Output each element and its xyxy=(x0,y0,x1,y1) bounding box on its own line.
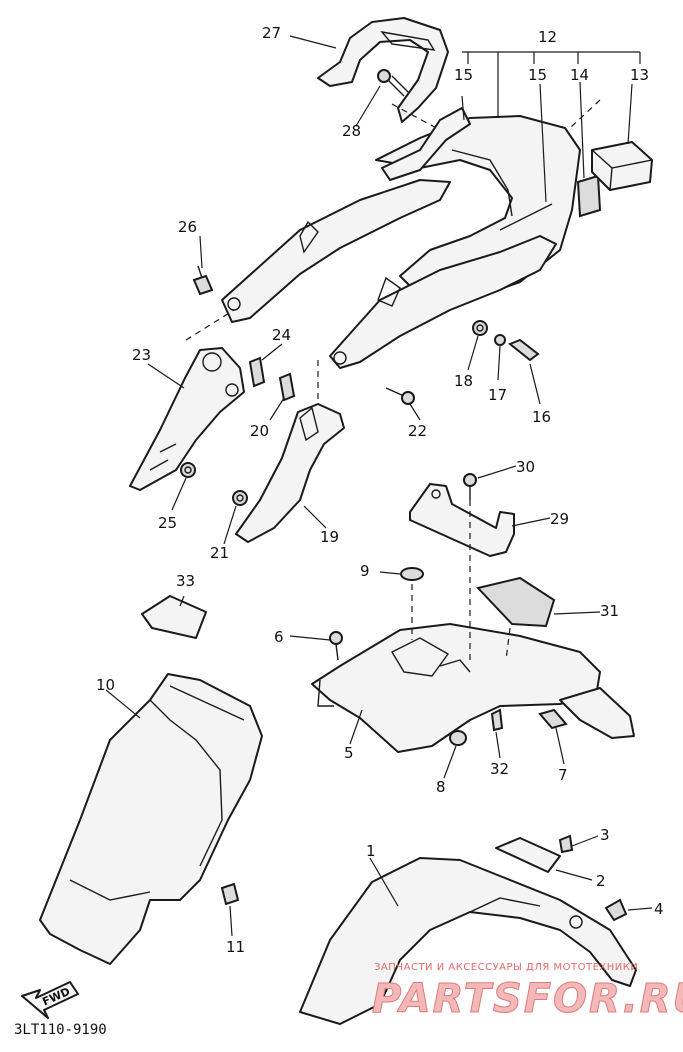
callout-14: 14 xyxy=(570,66,589,84)
nut-25-part xyxy=(180,462,196,478)
washer-17-part xyxy=(494,334,506,346)
front-fender-part xyxy=(299,857,637,1025)
callout-20: 20 xyxy=(250,422,269,440)
left-side-cover-part xyxy=(221,179,451,323)
callout-23: 23 xyxy=(132,346,151,364)
rivet-32-part xyxy=(490,708,504,732)
collar-18-part xyxy=(472,320,488,336)
callout-labels: 27 28 12 15 15 14 13 26 23 24 20 25 21 1… xyxy=(96,24,664,956)
pin-24-part xyxy=(248,356,266,388)
callout-13: 13 xyxy=(630,66,649,84)
callout-32: 32 xyxy=(490,760,509,778)
watermark-logo: PARTSFOR.RU xyxy=(372,976,683,1022)
bolt-26-part xyxy=(192,265,214,296)
pad-31-part xyxy=(476,576,556,628)
callout-18: 18 xyxy=(454,372,473,390)
callout-16: 16 xyxy=(532,408,551,426)
callout-25: 25 xyxy=(158,514,177,532)
callout-7: 7 xyxy=(558,766,568,784)
bolt-28-part xyxy=(377,69,409,97)
plate-2-part xyxy=(495,837,561,873)
watermark-line1: ЗАПЧАСТИ И АКСЕССУАРЫ ДЛЯ МОТОТЕХНИКИ xyxy=(374,962,638,973)
callout-17: 17 xyxy=(488,386,507,404)
callout-1: 1 xyxy=(366,842,376,860)
bolt-22-part xyxy=(385,387,415,405)
callout-6: 6 xyxy=(274,628,284,646)
callout-30: 30 xyxy=(516,458,535,476)
nut-21-part xyxy=(232,490,248,506)
callout-24: 24 xyxy=(272,326,291,344)
callout-15-left: 15 xyxy=(454,66,473,84)
pin-20-part xyxy=(278,372,296,402)
callout-31: 31 xyxy=(600,602,619,620)
diagram-code: 3LT110-9190 xyxy=(14,1022,107,1038)
callout-11: 11 xyxy=(226,938,245,956)
callout-4: 4 xyxy=(654,900,664,918)
callout-29: 29 xyxy=(550,510,569,528)
block-13-part xyxy=(591,141,653,191)
cover-19-part xyxy=(235,403,345,543)
inner-fender-part xyxy=(39,673,263,965)
bolt-16-part xyxy=(508,338,540,362)
watermark: ЗАПЧАСТИ И АКСЕССУАРЫ ДЛЯ МОТОТЕХНИКИ PA… xyxy=(372,962,683,1023)
right-side-cover-part xyxy=(329,235,557,369)
callout-15-right: 15 xyxy=(528,66,547,84)
callout-21: 21 xyxy=(210,544,229,562)
callout-8: 8 xyxy=(436,778,446,796)
callout-28: 28 xyxy=(342,122,361,140)
rear-fender-bracket-part xyxy=(311,623,635,753)
bracket-23-part xyxy=(129,347,245,491)
bolt-30-part xyxy=(463,473,477,500)
callout-3: 3 xyxy=(600,826,610,844)
nut-8-part xyxy=(449,730,467,746)
callout-19: 19 xyxy=(320,528,339,546)
clip-4-part xyxy=(604,898,628,922)
label-33-part xyxy=(141,595,207,639)
bolt-7-part xyxy=(538,708,568,730)
callout-10: 10 xyxy=(96,676,115,694)
bracket-29-part xyxy=(409,483,515,557)
bolt-3-part xyxy=(558,834,574,854)
pad-14-part xyxy=(576,174,602,218)
alignment-lines xyxy=(185,99,601,664)
callout-2: 2 xyxy=(596,872,606,890)
callout-12: 12 xyxy=(538,28,557,46)
callout-26: 26 xyxy=(178,218,197,236)
callout-22: 22 xyxy=(408,422,427,440)
fwd-arrow-icon: FWD xyxy=(21,981,79,1019)
callout-27: 27 xyxy=(262,24,281,42)
bolt-6-part xyxy=(329,631,343,661)
callout-5: 5 xyxy=(344,744,354,762)
bolt-11-part xyxy=(220,882,240,906)
callout-9: 9 xyxy=(360,562,370,580)
callout-33: 33 xyxy=(176,572,195,590)
grommet-9-part xyxy=(400,567,424,581)
grab-rail-part xyxy=(317,17,449,123)
leader-lines xyxy=(105,35,653,937)
